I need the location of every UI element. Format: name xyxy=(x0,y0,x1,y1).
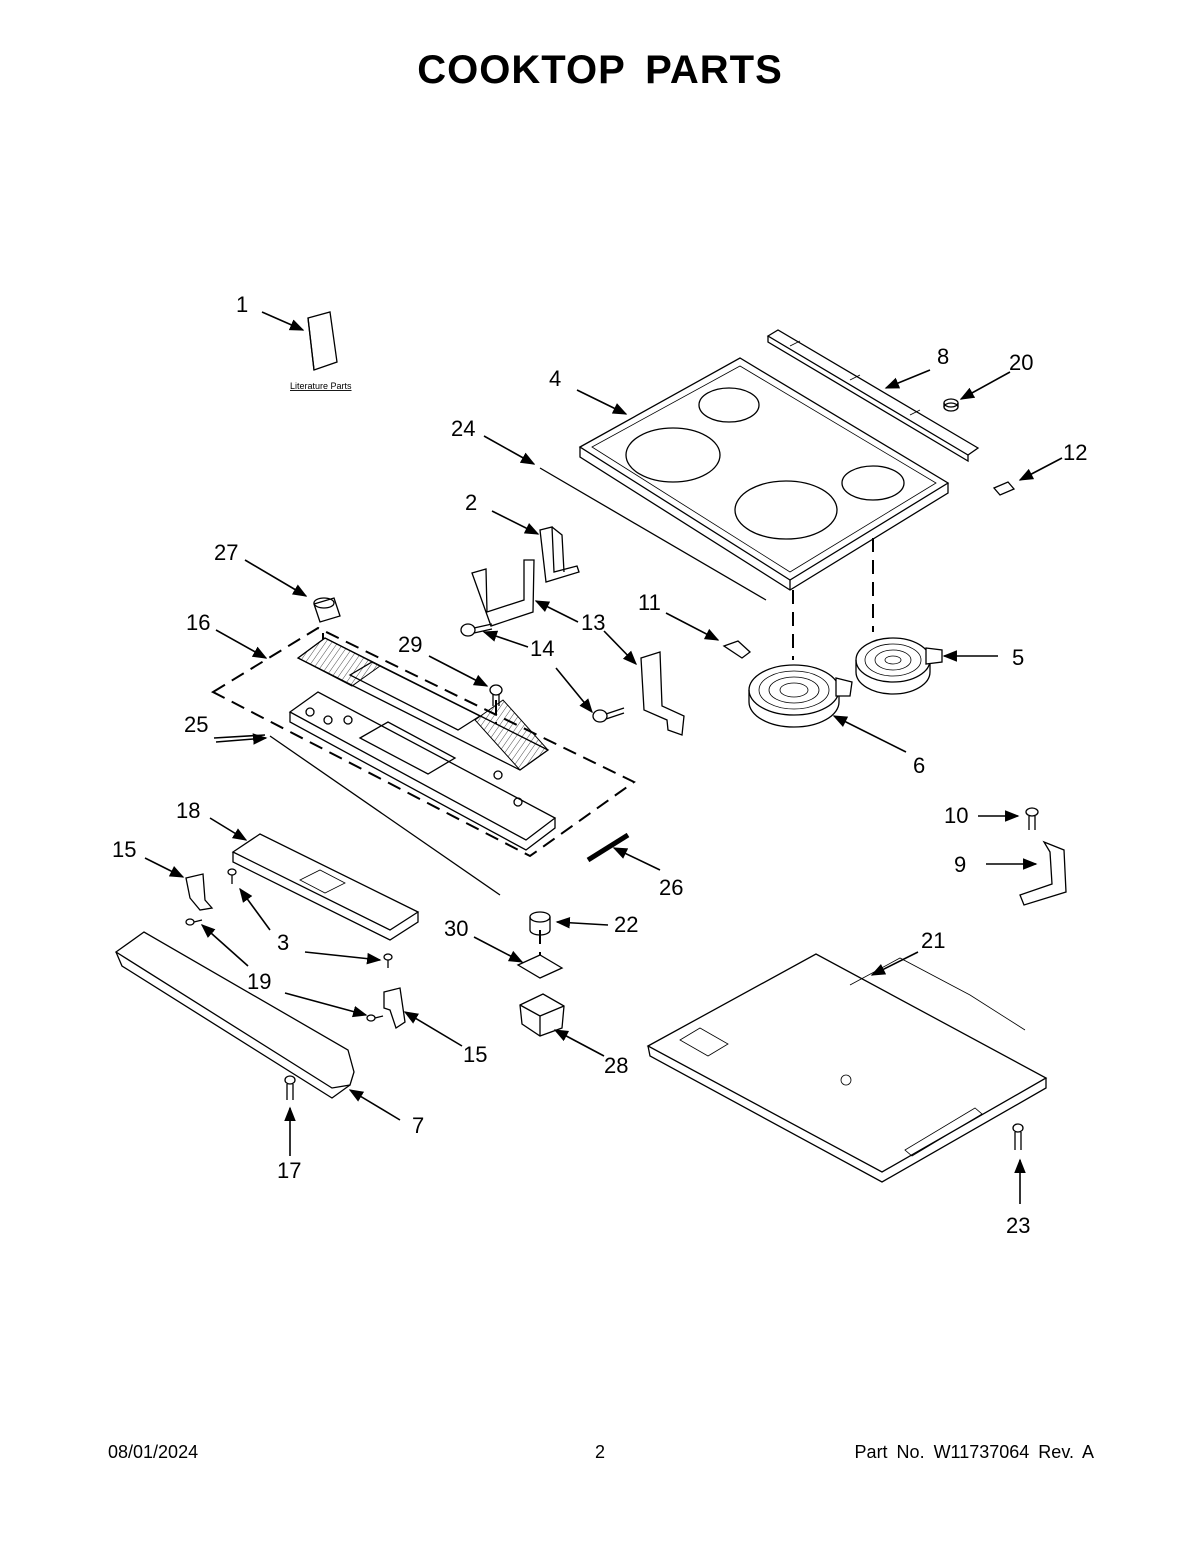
bracket-part-9 xyxy=(1019,840,1067,906)
seal-strip-part xyxy=(539,467,767,601)
screw-part-10 xyxy=(1025,807,1039,830)
front-trim-part xyxy=(114,931,355,1099)
bracket-part-13-right xyxy=(640,651,685,736)
callout-8: 8 xyxy=(937,344,949,369)
leader-arrows xyxy=(144,311,1063,1204)
screw-part-19 xyxy=(185,918,384,1022)
screw-part-14 xyxy=(460,623,625,723)
radiant-element-part-6 xyxy=(748,664,853,728)
chassis-base-part xyxy=(646,953,1048,1183)
clip-part-11 xyxy=(722,640,752,659)
callout-10: 10 xyxy=(944,803,968,828)
bracket-part-13-left xyxy=(471,559,535,627)
radiant-element-part-5 xyxy=(855,637,943,695)
knob-part xyxy=(313,597,341,623)
literature-parts-label: Literature Parts xyxy=(290,381,352,391)
bracket-part-15 xyxy=(185,873,406,1030)
callout-29: 29 xyxy=(398,632,422,657)
bumper-part xyxy=(943,398,959,412)
callout-26: 26 xyxy=(659,875,683,900)
callout-30: 30 xyxy=(444,916,468,941)
callout-2: 2 xyxy=(465,490,477,515)
callout-20: 20 xyxy=(1009,350,1033,375)
callout-7: 7 xyxy=(412,1113,424,1138)
callout-24: 24 xyxy=(451,416,475,441)
callout-6: 6 xyxy=(913,753,925,778)
callout-9: 9 xyxy=(954,852,966,877)
callout-15-right: 15 xyxy=(463,1042,487,1067)
callout-5: 5 xyxy=(1012,645,1024,670)
callout-14-upper: 14 xyxy=(530,636,554,661)
strip-part-26 xyxy=(586,832,630,863)
control-panel-overlay xyxy=(296,637,550,771)
callout-28: 28 xyxy=(604,1053,628,1078)
callout-4: 4 xyxy=(549,366,561,391)
callout-13-upper: 13 xyxy=(581,610,605,635)
plate-part xyxy=(516,954,564,979)
callout-25: 25 xyxy=(184,712,208,737)
callout-21: 21 xyxy=(921,928,945,953)
control-panel-assembly-box xyxy=(210,626,636,858)
screw-part-29 xyxy=(489,684,503,706)
callout-labels: 1 2 3 4 5 6 7 8 9 10 11 12 13 13 14 14 1… xyxy=(112,292,1087,1238)
footer-page-number: 2 xyxy=(594,1442,605,1462)
callout-15-left: 15 xyxy=(112,837,136,862)
page-title: COOKTOP PARTS xyxy=(417,48,783,92)
screw-part-23 xyxy=(1012,1123,1024,1150)
callout-27: 27 xyxy=(214,540,238,565)
control-board-housing-part xyxy=(231,833,420,941)
leader-arrow-25-visible xyxy=(215,733,268,745)
screw-part-17 xyxy=(284,1075,296,1100)
callout-19: 19 xyxy=(247,969,271,994)
wire-part-25 xyxy=(269,735,501,896)
switch-box-part xyxy=(519,993,565,1037)
rear-trim-part xyxy=(766,329,980,463)
callout-17: 17 xyxy=(277,1158,301,1183)
foot-part xyxy=(529,911,551,936)
callout-3: 3 xyxy=(277,930,289,955)
callout-1: 1 xyxy=(236,292,248,317)
screw-part-3 xyxy=(227,868,393,968)
bracket-part-2 xyxy=(539,526,580,583)
footer-part-number: Part No. W11737064 Rev. A xyxy=(854,1442,1094,1462)
callout-16: 16 xyxy=(186,610,210,635)
callout-12: 12 xyxy=(1063,440,1087,465)
footer-date: 08/01/2024 xyxy=(108,1442,199,1462)
callout-22: 22 xyxy=(614,912,638,937)
callout-18: 18 xyxy=(176,798,200,823)
cooktop-glass-part xyxy=(578,357,950,591)
callout-11: 11 xyxy=(638,590,661,615)
control-panel-body xyxy=(288,691,557,851)
clip-part xyxy=(992,481,1016,496)
callout-23: 23 xyxy=(1006,1213,1030,1238)
literature-parts: Literature Parts xyxy=(290,311,352,391)
